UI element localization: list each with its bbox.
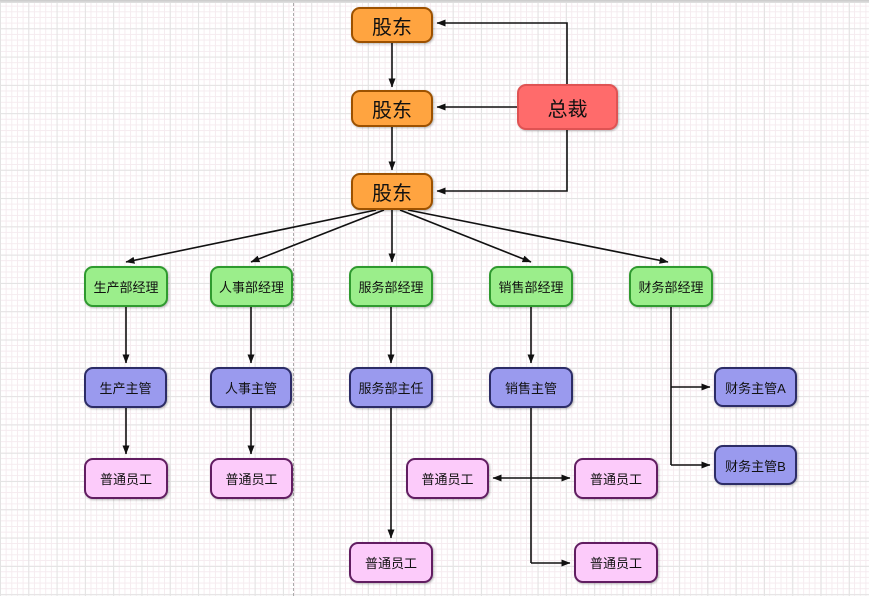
edge-president-to-shareholder3: [436, 130, 568, 195]
node-label-shareholder-1: 股东: [372, 16, 412, 39]
node-label-sales-dept-manager: 销售部经理: [498, 280, 564, 295]
node-finance-supervisor-b[interactable]: 财务主管B: [714, 445, 797, 485]
node-label-shareholder-3: 股东: [372, 183, 412, 205]
node-hr-dept-manager[interactable]: 人事部经理: [210, 266, 293, 307]
edge-shareholder3-to-hr-mgr: [250, 209, 385, 263]
node-shareholder-3[interactable]: 股东: [351, 173, 433, 210]
node-employee-3[interactable]: 普通员工: [406, 458, 489, 499]
node-finance-dept-manager[interactable]: 财务部经理: [629, 266, 713, 307]
node-production-dept-manager[interactable]: 生产部经理: [84, 266, 168, 307]
node-label-employee-1: 普通员工: [99, 472, 152, 487]
node-label-shareholder-2: 股东: [372, 100, 412, 122]
node-service-dept-director[interactable]: 服务部主任: [349, 367, 433, 408]
node-employee-5[interactable]: 普通员工: [349, 542, 433, 583]
node-sales-dept-manager[interactable]: 销售部经理: [489, 266, 573, 307]
node-label-employee-5: 普通员工: [364, 556, 417, 571]
node-employee-1[interactable]: 普通员工: [84, 458, 168, 499]
node-employee-6[interactable]: 普通员工: [574, 542, 658, 583]
canvas-top-edge: [0, 0, 869, 3]
node-label-service-dept-manager: 服务部经理: [358, 280, 424, 295]
node-label-president: 总裁: [547, 98, 588, 121]
node-label-hr-dept-manager: 人事部经理: [218, 280, 284, 295]
node-label-finance-supervisor-a: 财务主管A: [725, 380, 786, 396]
node-shareholder-2[interactable]: 股东: [351, 90, 433, 127]
node-employee-2[interactable]: 普通员工: [210, 458, 293, 499]
node-label-employee-4: 普通员工: [589, 472, 642, 487]
node-label-finance-supervisor-b: 财务主管B: [725, 458, 786, 474]
node-president[interactable]: 总裁: [517, 84, 618, 130]
node-label-hr-supervisor: 人事主管: [224, 381, 277, 396]
node-label-employee-3: 普通员工: [421, 472, 474, 487]
node-label-production-supervisor: 生产主管: [99, 381, 152, 396]
node-label-production-dept-manager: 生产部经理: [93, 280, 159, 295]
edges-group: [122, 19, 711, 567]
node-label-employee-6: 普通员工: [589, 556, 642, 571]
node-production-supervisor[interactable]: 生产主管: [84, 367, 167, 408]
node-shareholder-1[interactable]: 股东: [351, 7, 433, 43]
edge-shareholder3-to-production-mgr: [125, 209, 377, 264]
node-label-employee-2: 普通员工: [225, 472, 278, 487]
node-sales-supervisor[interactable]: 销售主管: [489, 367, 573, 408]
node-service-dept-manager[interactable]: 服务部经理: [349, 266, 433, 307]
edge-president-to-shareholder1: [436, 19, 568, 84]
node-label-sales-supervisor: 销售主管: [504, 381, 557, 396]
edge-shareholder3-to-sales-mgr: [399, 209, 532, 263]
node-label-service-dept-director: 服务部主任: [358, 381, 424, 396]
node-finance-supervisor-a[interactable]: 财务主管A: [714, 367, 797, 407]
edge-shareholder3-to-finance-mgr: [407, 209, 669, 264]
node-hr-supervisor[interactable]: 人事主管: [210, 367, 292, 408]
node-label-finance-dept-manager: 财务部经理: [638, 280, 704, 295]
page-break-line: [293, 3, 294, 596]
node-employee-4[interactable]: 普通员工: [574, 458, 658, 499]
